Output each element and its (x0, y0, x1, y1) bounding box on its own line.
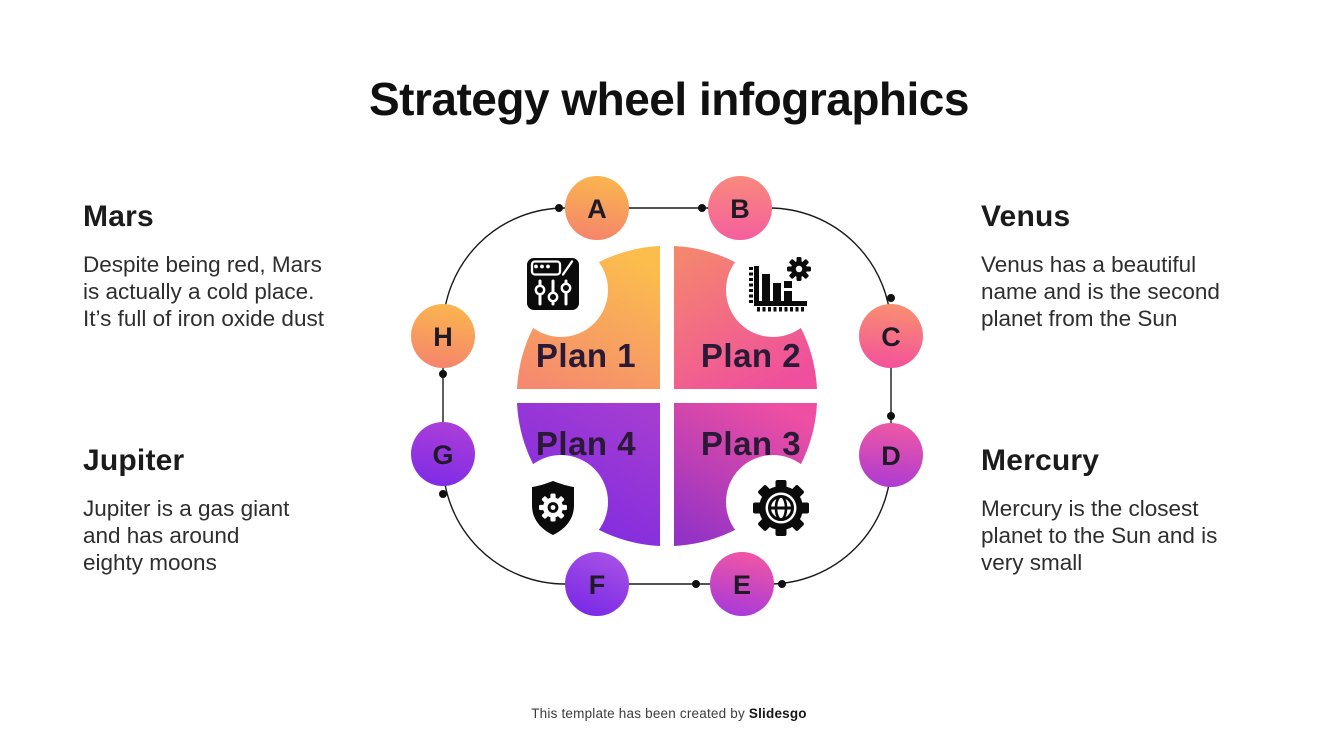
node-b: B (708, 176, 772, 240)
node-g-label: G (432, 440, 453, 470)
section-venus-body: Venus has a beautiful name and is the se… (981, 252, 1220, 332)
sliders-window-icon (527, 258, 579, 310)
path-dot (692, 580, 700, 588)
gear-target-icon (753, 480, 809, 536)
section-mars: Mars Despite being red, Mars is actually… (83, 200, 413, 333)
path-dot (887, 294, 895, 302)
section-venus-heading: Venus (981, 200, 1071, 233)
node-b-label: B (730, 194, 750, 224)
node-c: C (859, 304, 923, 368)
path-dot (698, 204, 706, 212)
node-f: F (565, 552, 629, 616)
node-e: E (710, 552, 774, 616)
footer-credit-text: This template has been created by (531, 706, 749, 721)
path-dot (439, 370, 447, 378)
section-jupiter-heading: Jupiter (83, 444, 185, 477)
node-a-label: A (587, 194, 607, 224)
path-dot (778, 580, 786, 588)
section-mercury: Mercury Mercury is the closest planet to… (981, 444, 1311, 577)
plan-2-label: Plan 2 (701, 337, 801, 374)
node-h-label: H (433, 322, 453, 352)
plan-4-label: Plan 4 (536, 425, 636, 462)
section-mercury-heading: Mercury (981, 444, 1100, 477)
section-mercury-body: Mercury is the closest planet to the Sun… (981, 496, 1218, 576)
node-c-label: C (881, 322, 901, 352)
path-dot (887, 412, 895, 420)
shield-gear-icon (532, 481, 574, 535)
connector-ring (442, 207, 892, 585)
footer-credit: This template has been created by Slides… (0, 706, 1338, 721)
node-f-label: F (589, 570, 606, 600)
page-title: Strategy wheel infographics (369, 73, 969, 125)
path-dot (439, 490, 447, 498)
section-jupiter-body: Jupiter is a gas giant and has around ei… (83, 496, 290, 576)
section-jupiter: Jupiter Jupiter is a gas giant and has a… (83, 444, 413, 577)
node-e-label: E (733, 570, 751, 600)
node-a: A (565, 176, 629, 240)
plan-1-label: Plan 1 (536, 337, 636, 374)
node-d: D (859, 423, 923, 487)
node-h: H (411, 304, 475, 368)
bar-chart-gear-icon (749, 257, 811, 312)
strategy-wheel: Plan 1 Plan 2 Plan 3 Plan 4 A B C D E F … (390, 158, 930, 630)
section-mars-heading: Mars (83, 200, 154, 233)
connector-path-dots (439, 204, 895, 588)
footer-brand: Slidesgo (748, 706, 807, 721)
section-mars-body: Despite being red, Mars is actually a co… (83, 252, 324, 332)
section-venus: Venus Venus has a beautiful name and is … (981, 200, 1311, 333)
strategy-wheel-svg: Plan 1 Plan 2 Plan 3 Plan 4 A B C D E F … (411, 176, 923, 616)
path-dot (555, 204, 563, 212)
plan-3-label: Plan 3 (701, 425, 801, 462)
node-d-label: D (881, 441, 901, 471)
node-g: G (411, 422, 475, 486)
